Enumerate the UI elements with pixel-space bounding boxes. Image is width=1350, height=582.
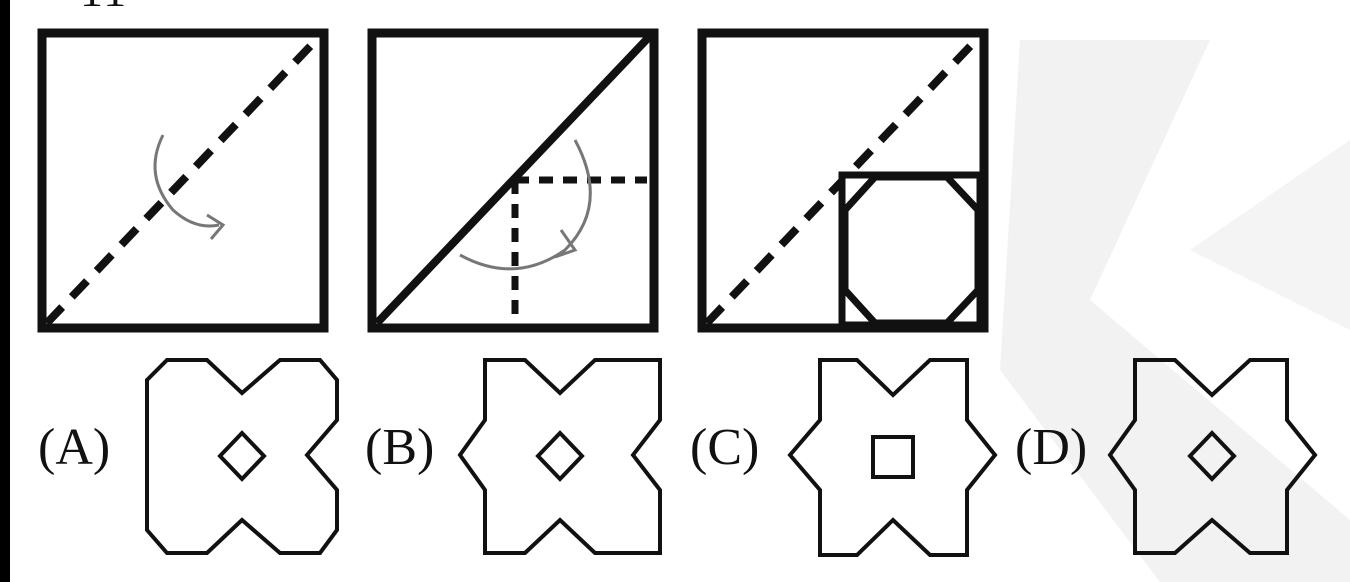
option-a-figure[interactable] bbox=[142, 355, 342, 560]
paper-outline bbox=[367, 28, 659, 333]
option-b-figure[interactable] bbox=[455, 355, 665, 560]
cut-paper-outline bbox=[145, 358, 339, 555]
fold-step-2 bbox=[367, 28, 659, 333]
option-b-label[interactable]: (B) bbox=[365, 419, 435, 476]
cut-paper-outline bbox=[1107, 358, 1318, 555]
option-d-figure[interactable] bbox=[1105, 355, 1320, 560]
cut-paper-outline bbox=[787, 358, 998, 557]
paper-outline bbox=[37, 28, 329, 333]
cut-paper-outline bbox=[457, 358, 662, 555]
cut-region bbox=[838, 171, 984, 329]
fold-arrow bbox=[153, 134, 220, 228]
fold-step-1 bbox=[37, 28, 329, 333]
center-square-hole bbox=[871, 435, 915, 479]
fold-arrowhead bbox=[206, 213, 226, 240]
question-canvas: 11 (A) (B) (C) (D) bbox=[10, 0, 1350, 582]
center-diamond-hole bbox=[217, 430, 267, 482]
fold-step-3 bbox=[697, 28, 989, 333]
fold-line-dashed bbox=[44, 34, 322, 326]
watermark bbox=[1000, 40, 1350, 582]
fold-arrowhead bbox=[554, 229, 578, 259]
question-number: 11 bbox=[80, 0, 128, 17]
center-diamond-hole bbox=[1187, 430, 1237, 482]
option-a-label[interactable]: (A) bbox=[38, 419, 111, 476]
option-d-label[interactable]: (D) bbox=[1015, 419, 1088, 476]
option-c-label[interactable]: (C) bbox=[690, 419, 760, 476]
option-c-figure[interactable] bbox=[785, 355, 1000, 565]
octagon-cut bbox=[841, 173, 982, 327]
center-diamond-hole bbox=[535, 430, 585, 482]
fold-arrow bbox=[459, 139, 592, 271]
